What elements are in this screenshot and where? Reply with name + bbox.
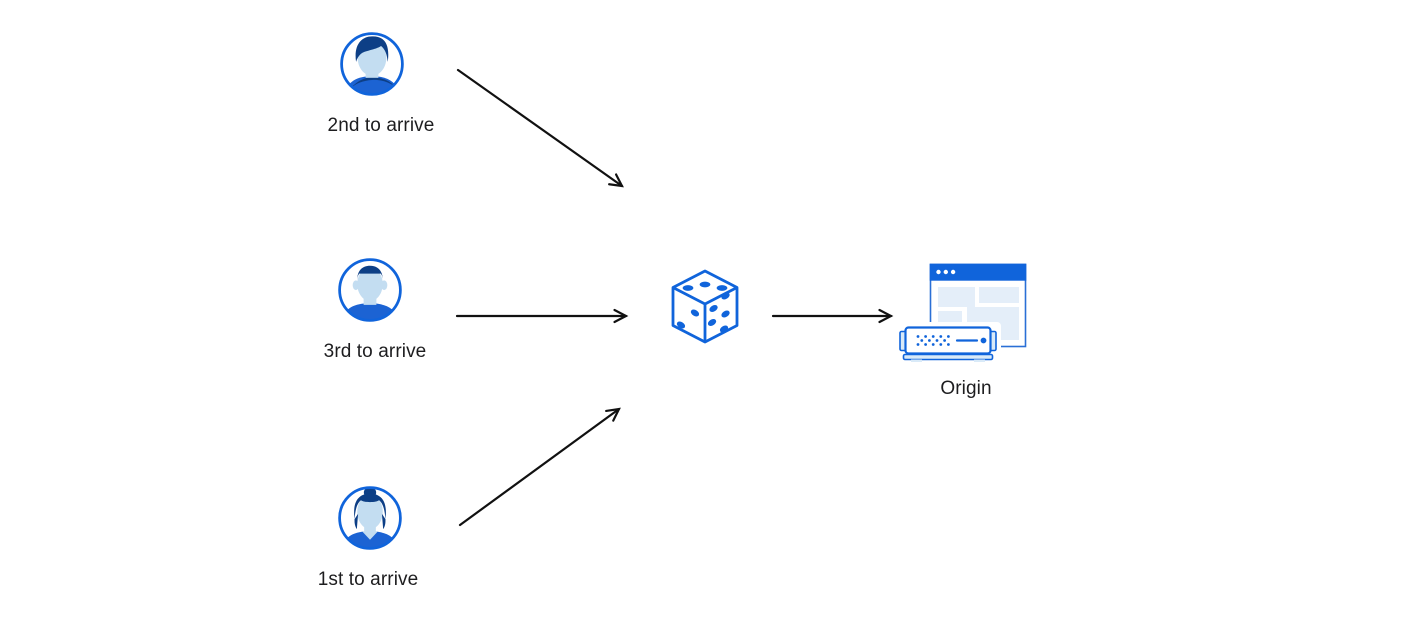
user-avatar-female-bun-icon <box>336 484 404 557</box>
node-dice <box>667 267 743 351</box>
origin-label: Origin <box>940 378 992 399</box>
user-avatar-male-flat-top-icon <box>336 256 404 329</box>
node-origin <box>897 262 1027 364</box>
user-1st-label: 1st to arrive <box>317 569 419 590</box>
browser-window-icon <box>929 263 1027 348</box>
user-3rd-label: 3rd to arrive <box>323 341 427 362</box>
node-user-3rd <box>336 256 404 324</box>
origin-browser-server-icon <box>897 262 1027 369</box>
dice-icon <box>667 267 743 356</box>
edge-user1st-to-dice <box>458 407 621 527</box>
user-avatar-male-swept-hair-icon <box>338 30 406 103</box>
edge-user2nd-to-dice <box>456 68 624 188</box>
node-user-1st <box>336 484 404 552</box>
node-user-2nd <box>338 30 406 98</box>
server-icon <box>897 322 1001 362</box>
user-2nd-label: 2nd to arrive <box>327 115 435 136</box>
